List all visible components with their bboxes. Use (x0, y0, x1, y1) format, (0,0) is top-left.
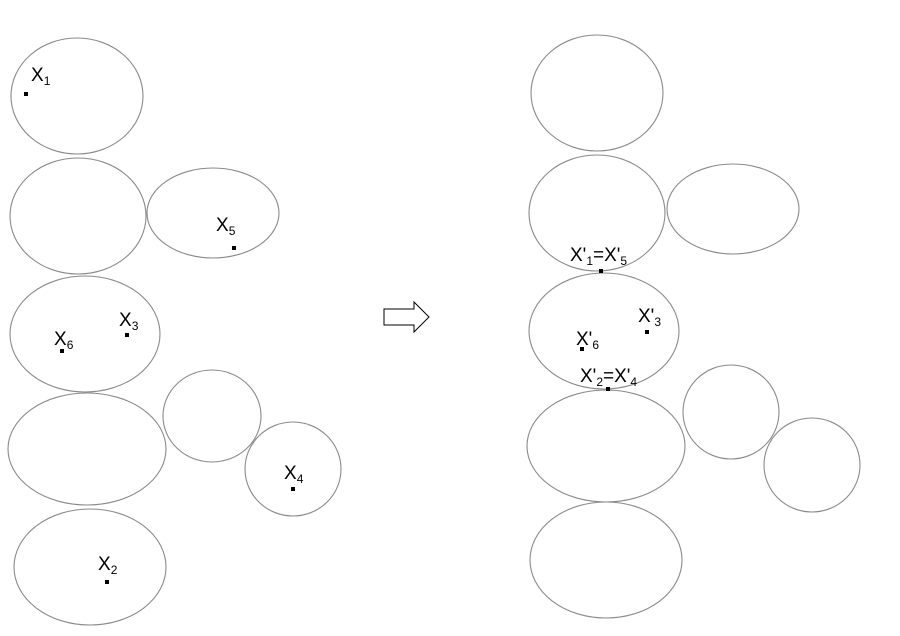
left-circle-3 (146, 167, 280, 259)
right-circle-6 (682, 364, 780, 460)
right-circle-8 (529, 501, 683, 619)
right-circle-4 (528, 272, 680, 390)
left-circle-8 (13, 508, 167, 626)
right-circle-7 (763, 417, 861, 513)
point-x6-prime (580, 347, 584, 351)
label-x6: X6 (54, 329, 74, 352)
label-x2: X2 (98, 554, 118, 577)
point-x3-prime (645, 330, 649, 334)
left-circle-5 (7, 392, 167, 506)
right-configuration: X'1=X'5 X'3 X'6 X'2=X'4 (526, 34, 861, 619)
label-x4: X4 (284, 463, 304, 486)
label-x3-prime: X'3 (638, 306, 661, 329)
label-x1: X1 (31, 65, 51, 88)
point-x4 (291, 487, 295, 491)
right-circle-3 (666, 163, 800, 255)
point-x3 (125, 333, 129, 337)
left-circle-7 (244, 421, 342, 517)
left-circle-4 (9, 275, 161, 393)
label-x2-x4: X'2=X'4 (580, 366, 637, 389)
right-circle-5 (526, 389, 686, 503)
label-x3: X3 (119, 310, 139, 333)
left-circle-6 (162, 369, 262, 463)
point-x1 (24, 92, 28, 96)
right-arrow-icon (383, 300, 430, 334)
label-x6-prime: X'6 (576, 329, 599, 352)
left-circle-1 (10, 37, 144, 155)
right-circle-1 (530, 34, 664, 152)
point-x1-x5 (599, 269, 603, 273)
left-configuration: X1 X5 X3 X6 X4 X2 (7, 37, 342, 626)
point-x2 (105, 580, 109, 584)
right-circle-2 (528, 154, 666, 272)
point-x6 (60, 349, 64, 353)
point-x5 (232, 246, 236, 250)
left-circle-2 (9, 157, 147, 275)
label-x5: X5 (216, 215, 236, 238)
point-x2-x4 (606, 387, 610, 391)
label-x1-x5: X'1=X'5 (570, 245, 627, 268)
